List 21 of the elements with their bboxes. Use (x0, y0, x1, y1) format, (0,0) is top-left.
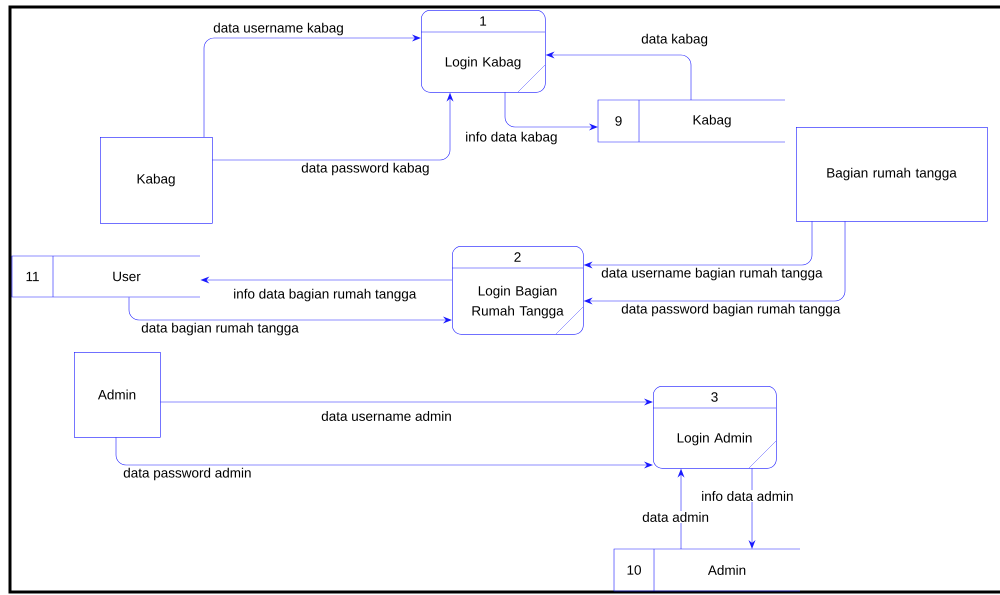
data-store: 11 User (12, 256, 200, 298)
edge-label: info data admin (700, 490, 795, 502)
edge-label: data username admin (320, 410, 453, 422)
entity-box: Admin (74, 352, 161, 438)
data-store: 9 Kabag (598, 100, 786, 142)
edge-label: data kabag (640, 32, 710, 48)
edge-label: data password kabag (300, 162, 431, 176)
edge-label: info data bagian rumah tangga (232, 288, 418, 302)
process-box: 2 Login Bagian Rumah Tangga (452, 246, 584, 335)
edge-label: data bagian rumah tangga (140, 322, 300, 336)
process-box: 1 Login Kabag (420, 10, 546, 93)
edge-label: info data kabag (464, 130, 559, 146)
entity-box: Kabag (100, 137, 213, 224)
edge-label: data password admin (122, 466, 253, 482)
edge-label: data admin (641, 511, 710, 523)
edge-label: data username bagian rumah tangga (600, 266, 824, 282)
data-store: 10 Admin (614, 548, 800, 592)
edge-label: data username kabag (212, 22, 345, 36)
entity-box: Bagian rumah tangga (796, 127, 988, 222)
process-box: 3 Login Admin (652, 386, 777, 469)
edge-label: data password bagian rumah tangga (620, 302, 842, 318)
